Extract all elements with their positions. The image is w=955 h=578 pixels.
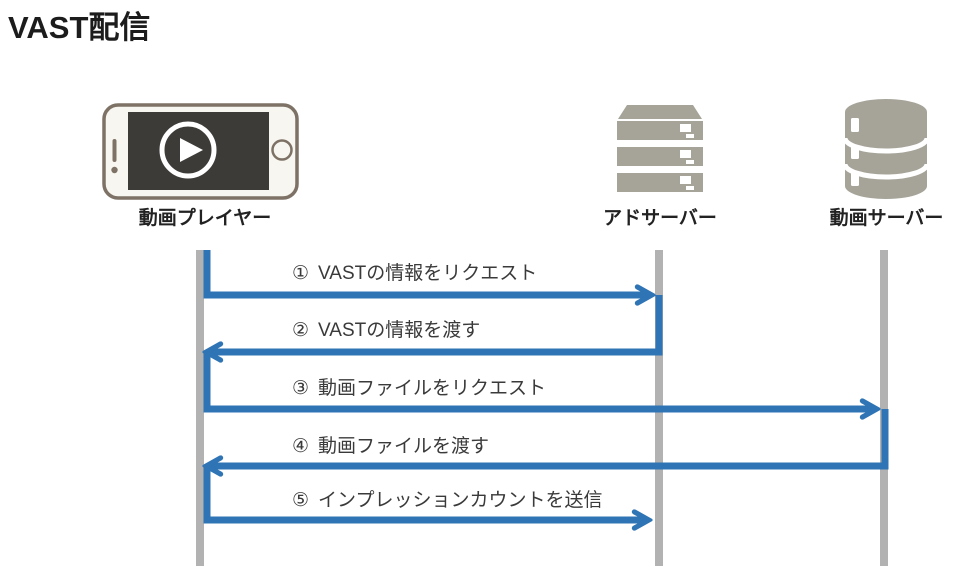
message-step-4: ④ <box>292 436 310 457</box>
message-label-2: ② VASTの情報を渡す <box>292 319 480 343</box>
message-step-5: ⑤ <box>292 490 310 511</box>
actor-label-video-player: 動画プレイヤー <box>138 208 272 229</box>
lifeline-video-player <box>196 250 204 566</box>
message-text-4: 動画ファイルを渡す <box>318 436 490 457</box>
message-step-2: ② <box>292 320 310 341</box>
message-label-3: ③ 動画ファイルをリクエスト <box>292 377 546 401</box>
page-title: VAST配信 <box>8 10 151 45</box>
database-icon <box>842 98 930 200</box>
actor-label-video-server: 動画サーバー <box>829 208 944 229</box>
message-text-3: 動画ファイルをリクエスト <box>318 378 547 399</box>
message-label-1: ① VASTの情報をリクエスト <box>292 262 537 286</box>
lifeline-video-server <box>880 250 888 566</box>
message-step-3: ③ <box>292 378 310 399</box>
message-label-5: ⑤ インプレッションカウントを送信 <box>292 489 602 513</box>
message-text-1: VASTの情報をリクエスト <box>318 263 538 284</box>
message-step-1: ① <box>292 263 310 284</box>
smartphone-play-icon <box>100 100 300 200</box>
lifeline-ad-server <box>655 250 663 566</box>
message-label-4: ④ 動画ファイルを渡す <box>292 435 489 459</box>
actor-label-ad-server: アドサーバー <box>603 208 717 229</box>
message-text-5: インプレッションカウントを送信 <box>318 490 603 511</box>
server-stack-icon <box>617 103 703 196</box>
message-text-2: VASTの情報を渡す <box>318 320 481 341</box>
